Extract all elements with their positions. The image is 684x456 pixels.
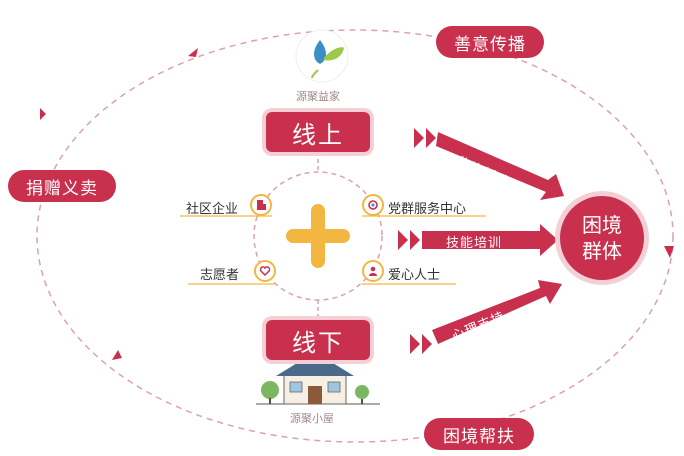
party-emblem-icon [362, 194, 384, 216]
yuanju-yijia-logo [295, 29, 349, 83]
heart-icon [254, 260, 276, 282]
logo-caption: 源聚益家 [296, 90, 340, 103]
house-caption: 源聚小屋 [290, 412, 334, 425]
cycle-pill-label: 捐赠义卖 [26, 178, 98, 199]
arrow-material-aid [414, 128, 564, 200]
online-label-text: 线上 [292, 120, 344, 149]
offline-label: 线下 [266, 320, 370, 360]
cycle-chevron-right [664, 246, 674, 258]
participant-volunteer: 志愿者 [200, 268, 240, 283]
cycle-pill-label: 善意传播 [454, 34, 526, 55]
participant-caring-people: 爱心人士 [388, 268, 441, 283]
target-line-2: 群体 [582, 239, 622, 263]
cycle-pill-hardship-aid: 困境帮扶 [424, 418, 534, 450]
yuanju-house-illustration [256, 352, 380, 405]
cycle-pill-charity-sale: 捐赠义卖 [8, 170, 116, 202]
arrow-skill-training [398, 224, 558, 256]
plus-vertical [311, 204, 325, 268]
arrow-psychological-support [410, 280, 562, 354]
outer-cycle-ellipse [36, 29, 674, 443]
cycle-pill-label: 困境帮扶 [443, 426, 515, 447]
arrow-label-skill-training: 技能培训 [446, 236, 503, 251]
cycle-chevron-top-left [188, 48, 198, 57]
person-icon [362, 260, 384, 282]
offline-label-text: 线下 [292, 328, 344, 357]
online-label: 线上 [266, 112, 370, 152]
participant-community-enterprise: 社区企业 [186, 202, 239, 217]
participant-party-center: 党群服务中心 [388, 202, 467, 217]
target-group-circle: 困境 群体 [560, 196, 644, 280]
target-line-1: 困境 [582, 213, 622, 237]
cycle-pill-kindness-spread: 善意传播 [436, 26, 544, 58]
cycle-chevron-bottom-left [112, 350, 122, 360]
cycle-chevron-left [40, 108, 46, 120]
building-icon [250, 194, 272, 216]
